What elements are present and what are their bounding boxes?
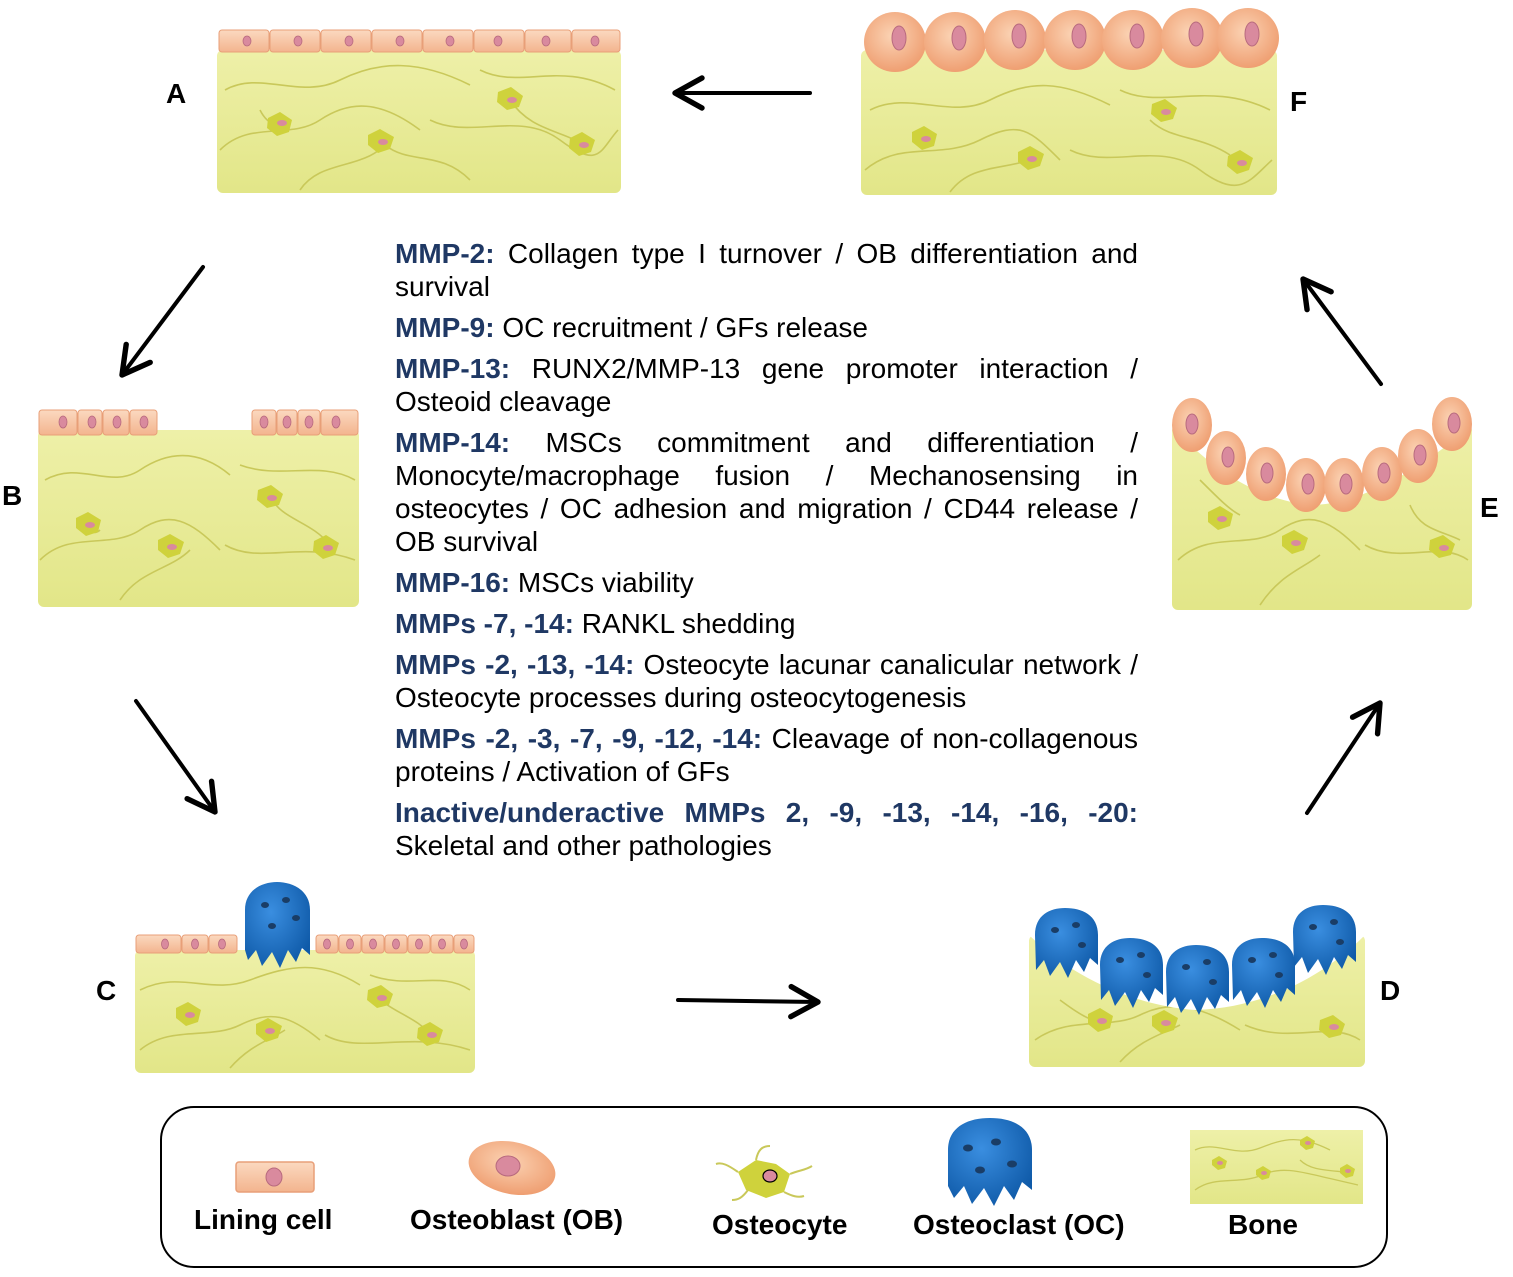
panel-label-a: A xyxy=(166,78,187,109)
panel-a xyxy=(217,29,621,193)
mmp-roles-list: MMP-2: Collagen type I turnover / OB dif… xyxy=(395,237,1138,870)
cycle-arrows xyxy=(119,75,1383,1020)
legend-osteoblast-icon xyxy=(468,1140,556,1196)
legend-label-osteoblast: Osteoblast (OB) xyxy=(410,1204,624,1235)
mmp-role: MMP-2: Collagen type I turnover / OB dif… xyxy=(395,238,1138,302)
mmp-role: MMP-14: MSCs commitment and differentiat… xyxy=(395,427,1138,557)
mmp-role: MMPs -2, -3, -7, -9, -12, -14: Cleavage … xyxy=(395,723,1138,787)
panel-a-osteocytes xyxy=(267,87,595,156)
legend-osteocyte-icon xyxy=(715,1145,813,1201)
panel-b xyxy=(38,409,359,607)
legend-lining-cell-icon xyxy=(235,1161,315,1193)
mmp-role: MMP-13: RUNX2/MMP-13 gene promoter inter… xyxy=(395,353,1138,417)
panel-label-d: D xyxy=(1380,975,1401,1006)
mmp-role: MMPs -2, -13, -14: Osteocyte lacunar can… xyxy=(395,649,1139,713)
panel-e xyxy=(1172,397,1472,610)
panel-f xyxy=(861,8,1279,195)
panel-b-lining-cells xyxy=(38,409,359,436)
panel-label-c: C xyxy=(96,975,117,1006)
legend-bone-icon xyxy=(1190,1130,1363,1204)
mmp-role: Inactive/underactive MMPs 2, -9, -13, -1… xyxy=(395,797,1138,861)
arrow-a-to-b xyxy=(119,265,205,378)
legend-label-lining-cell: Lining cell xyxy=(194,1204,333,1235)
legend-label-osteocyte: Osteocyte xyxy=(712,1209,848,1240)
panel-c xyxy=(135,882,475,1073)
panel-label-f: F xyxy=(1290,86,1308,117)
panel-c-lining-cells xyxy=(135,934,475,954)
legend-label-bone: Bone xyxy=(1228,1209,1298,1240)
panel-b-osteocytes xyxy=(76,485,339,559)
panel-c-osteocytes xyxy=(176,985,443,1046)
panel-d-osteocytes xyxy=(1088,1008,1345,1038)
legend-label-osteoclast: Osteoclast (OC) xyxy=(913,1209,1125,1240)
panel-d xyxy=(1029,905,1365,1067)
arrow-e-to-f xyxy=(1300,276,1383,386)
mmp-role: MMP-16: MSCs viability xyxy=(395,567,694,598)
legend-osteoclast-icon xyxy=(948,1118,1032,1206)
panel-f-osteocytes xyxy=(912,99,1253,174)
panel-f-osteoblasts xyxy=(864,8,1279,72)
panel-c-osteoclast xyxy=(245,882,310,968)
panel-d-osteoclasts xyxy=(1035,905,1356,1015)
arrow-b-to-c xyxy=(134,699,218,815)
legend-icons xyxy=(235,1118,1363,1206)
arrow-c-to-d xyxy=(676,983,821,1020)
arrow-d-to-e xyxy=(1305,700,1383,815)
mmp-role: MMP-9: OC recruitment / GFs release xyxy=(395,312,868,343)
panel-e-osteocytes xyxy=(1208,506,1455,558)
mmp-role: MMPs -7, -14: RANKL shedding xyxy=(395,608,796,639)
panel-a-lining-cells xyxy=(218,29,621,53)
panel-label-b: B xyxy=(2,480,23,511)
legend xyxy=(160,1106,1388,1268)
panel-label-e: E xyxy=(1480,492,1499,523)
panel-e-osteoblasts xyxy=(1172,397,1472,512)
